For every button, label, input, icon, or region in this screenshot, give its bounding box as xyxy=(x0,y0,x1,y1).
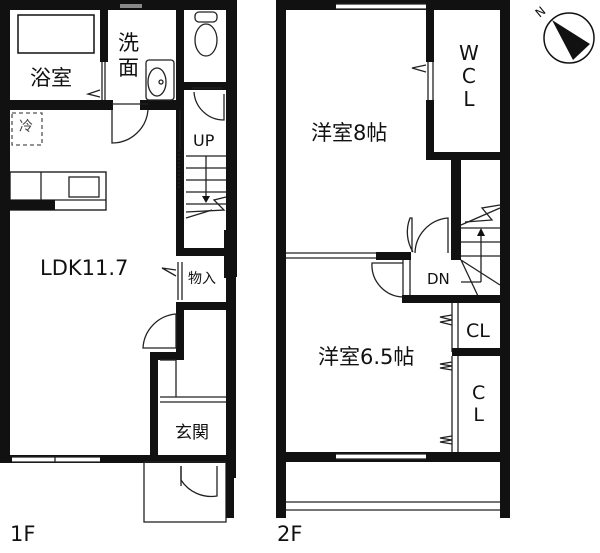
compass-icon xyxy=(543,12,595,64)
floor-label-2f: 2F xyxy=(277,522,303,546)
floor-1f xyxy=(0,0,237,523)
floor-label-1f: 1F xyxy=(10,522,36,546)
wcl-letter-l: L xyxy=(463,87,475,111)
closet-2-letter-c: C xyxy=(472,382,486,404)
floor-2f xyxy=(276,0,510,518)
room-label-bathroom: 浴室 xyxy=(30,66,72,90)
room-label-western-6-5jo: 洋室6.5帖 xyxy=(318,345,415,369)
wcl-letter-c: C xyxy=(461,64,476,88)
room-label-washroom-1: 洗 xyxy=(118,31,139,55)
room-label-ldk: LDK11.7 xyxy=(40,256,129,280)
room-label-storage: 物入 xyxy=(188,271,216,287)
stairs-up-label: UP xyxy=(193,131,215,150)
fridge-label: 冷 xyxy=(19,119,33,135)
room-label-closet-1: CL xyxy=(466,320,490,342)
wcl-letter-w: W xyxy=(459,41,479,65)
closet-2-letter-l: L xyxy=(473,403,484,426)
room-label-washroom-2: 面 xyxy=(118,56,139,80)
room-label-wcl: W C L xyxy=(459,42,479,111)
room-label-entrance: 玄関 xyxy=(175,423,209,443)
room-label-closet-2: C L xyxy=(472,382,486,427)
stairs-down-label: DN xyxy=(427,270,450,288)
room-label-western-8jo: 洋室8帖 xyxy=(311,121,388,145)
